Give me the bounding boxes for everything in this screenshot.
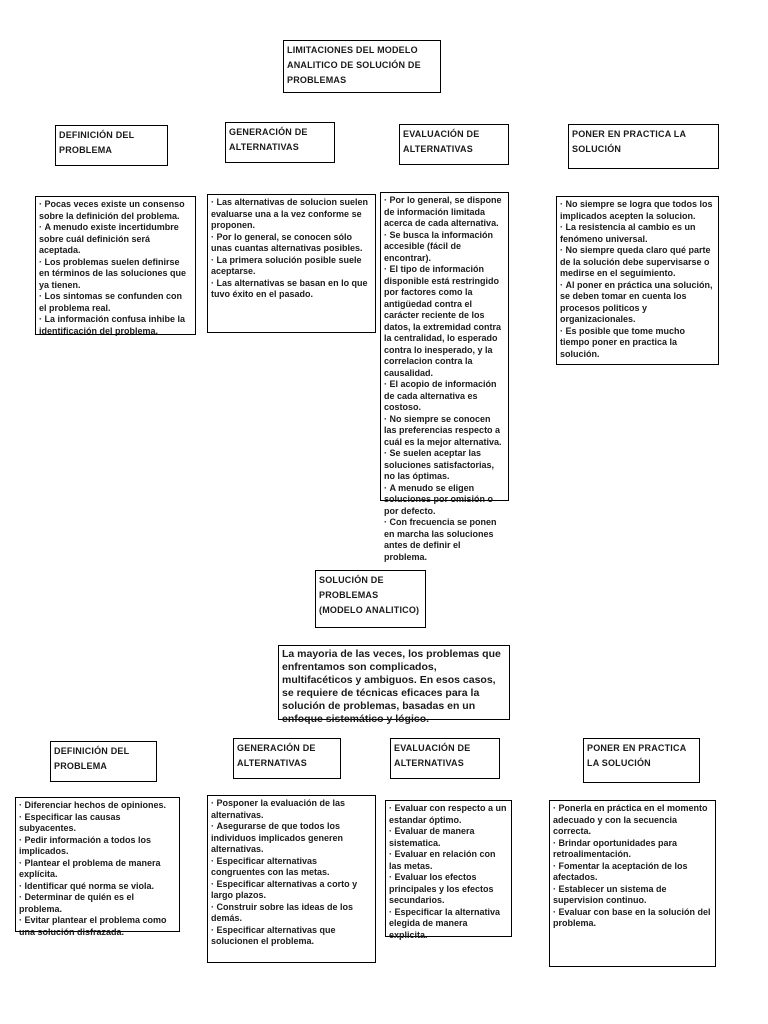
list-item: Por lo general, se conocen sólo unas cua… <box>211 232 372 255</box>
list-item: La información confusa inhibe la identif… <box>39 314 192 337</box>
limitations-items-poner-en-practica: No siempre se logra que todos los implic… <box>556 196 719 365</box>
list-item: Evaluar de manera sistematica. <box>389 826 508 849</box>
list-item: Determinar de quién es el problema. <box>19 892 176 915</box>
model-intro-box: La mayoria de las veces, los problemas q… <box>278 645 510 725</box>
list-item: Especificar alternativas a corto y largo… <box>211 879 372 902</box>
list-item: Asegurarse de que todos los individuos i… <box>211 821 372 856</box>
limitations-header-generacion: GENERACIÓN DE ALTERNATIVAS <box>225 122 335 163</box>
limitations-header-poner-en-practica: PONER EN PRACTICA LA SOLUCIÓN <box>568 124 719 169</box>
list-item: El acopio de información de cada alterna… <box>384 379 505 414</box>
list-item: La resistencia al cambio es un fenómeno … <box>560 222 715 245</box>
list-item: Establecer un sistema de supervision con… <box>553 884 712 907</box>
limitations-items-generacion: Las alternativas de solucion suelen eval… <box>207 194 376 333</box>
list-item: Diferenciar hechos de opiniones. <box>19 800 176 812</box>
list-item: Al poner en práctica una solución, se de… <box>560 280 715 326</box>
model-header-poner-en-practica: PONER EN PRACTICA LA SOLUCIÓN <box>583 738 700 783</box>
model-items-definicion: Diferenciar hechos de opiniones.Especifi… <box>15 797 180 937</box>
list-item: Evaluar en relación con las metas. <box>389 849 508 872</box>
model-items-evaluacion: Evaluar con respecto a un estandar óptim… <box>385 800 512 940</box>
list-item: Posponer la evaluación de las alternativ… <box>211 798 372 821</box>
list-item: Ponerla en práctica en el momento adecua… <box>553 803 712 838</box>
list-item: No siempre queda claro qué parte de la s… <box>560 245 715 280</box>
list-item: Las alternativas de solucion suelen eval… <box>211 197 372 232</box>
limitations-items-evaluacion: Por lo general, se dispone de informació… <box>380 192 509 562</box>
model-header-generacion: GENERACIÓN DE ALTERNATIVAS <box>233 738 341 779</box>
list-item: Evaluar con respecto a un estandar óptim… <box>389 803 508 826</box>
list-item: Construir sobre las ideas de los demás. <box>211 902 372 925</box>
list-item: A menudo se eligen soluciones por omisió… <box>384 483 505 518</box>
model-header-evaluacion: EVALUACIÓN DE ALTERNATIVAS <box>390 738 500 779</box>
limitations-title-box: LIMITACIONES DEL MODELO ANALITICO DE SOL… <box>283 40 441 93</box>
list-item: Evaluar los efectos principales y los ef… <box>389 872 508 907</box>
model-header-definicion: DEFINICIÓN DEL PROBLEMA <box>50 741 157 782</box>
list-item: No siempre se logra que todos los implic… <box>560 199 715 222</box>
limitations-header-evaluacion: EVALUACIÓN DE ALTERNATIVAS <box>399 124 509 165</box>
list-item: Los sintomas se confunden con el problem… <box>39 291 192 314</box>
list-item: El tipo de información disponible está r… <box>384 264 505 379</box>
model-items-poner-en-practica: Ponerla en práctica en el momento adecua… <box>549 800 716 967</box>
model-items-generacion: Posponer la evaluación de las alternativ… <box>207 795 376 963</box>
list-item: Fomentar la aceptación de los afectados. <box>553 861 712 884</box>
list-item: Los problemas suelen definirse en términ… <box>39 257 192 292</box>
list-item: Pocas veces existe un consenso sobre la … <box>39 199 192 222</box>
list-item: Brindar oportunidades para retroalimenta… <box>553 838 712 861</box>
list-item: Identificar qué norma se viola. <box>19 881 176 893</box>
list-item: Especificar alternativas congruentes con… <box>211 856 372 879</box>
list-item: A menudo existe incertidumbre sobre cuál… <box>39 222 192 257</box>
list-item: Plantear el problema de manera explícita… <box>19 858 176 881</box>
list-item: Evaluar con base en la solución del prob… <box>553 907 712 930</box>
list-item: La primera solución posible suele acepta… <box>211 255 372 278</box>
list-item: Las alternativas se basan en lo que tuvo… <box>211 278 372 301</box>
model-title-box: SOLUCIÓN DE PROBLEMAS (MODELO ANALITICO) <box>315 570 426 628</box>
list-item: Por lo general, se dispone de informació… <box>384 195 505 230</box>
list-item: Es posible que tome mucho tiempo poner e… <box>560 326 715 361</box>
list-item: Se busca la información accesible (fácil… <box>384 230 505 265</box>
list-item: Se suelen aceptar las soluciones satisfa… <box>384 448 505 483</box>
limitations-header-definicion: DEFINICIÓN DEL PROBLEMA <box>55 125 168 166</box>
list-item: Evitar plantear el problema como una sol… <box>19 915 176 938</box>
list-item: No siempre se conocen las preferencias r… <box>384 414 505 449</box>
list-item: Con frecuencia se ponen en marcha las so… <box>384 517 505 563</box>
list-item: Pedir información a todos los implicados… <box>19 835 176 858</box>
list-item: Especificar la alternativa elegida de ma… <box>389 907 508 942</box>
limitations-items-definicion: Pocas veces existe un consenso sobre la … <box>35 196 196 337</box>
list-item: Especificar las causas subyacentes. <box>19 812 176 835</box>
list-item: Especificar alternativas que solucionen … <box>211 925 372 948</box>
